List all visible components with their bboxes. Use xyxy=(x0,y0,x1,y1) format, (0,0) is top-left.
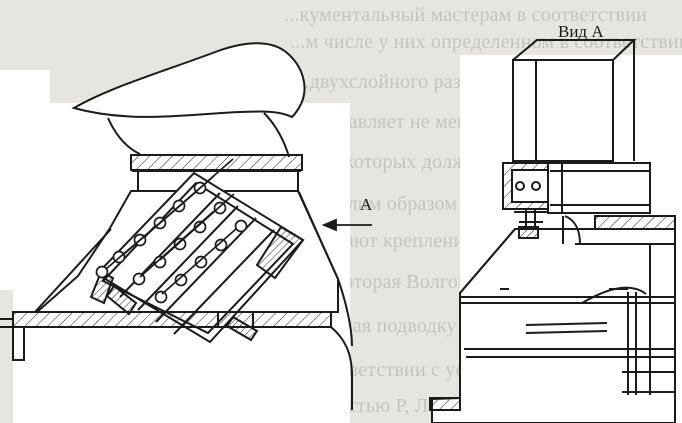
hatched-blocks xyxy=(429,215,676,411)
arrow-a xyxy=(321,218,372,232)
base-plate xyxy=(0,278,353,410)
upper-assembly xyxy=(502,162,651,232)
right-view xyxy=(429,39,676,423)
left-view xyxy=(0,42,372,410)
upper-body xyxy=(130,154,303,204)
view-a-label: Вид А xyxy=(558,22,604,41)
arrow-a-label: А xyxy=(360,195,373,214)
column xyxy=(512,39,637,162)
springs xyxy=(95,158,248,304)
seat-top xyxy=(71,42,306,158)
lower-structure xyxy=(431,215,676,423)
